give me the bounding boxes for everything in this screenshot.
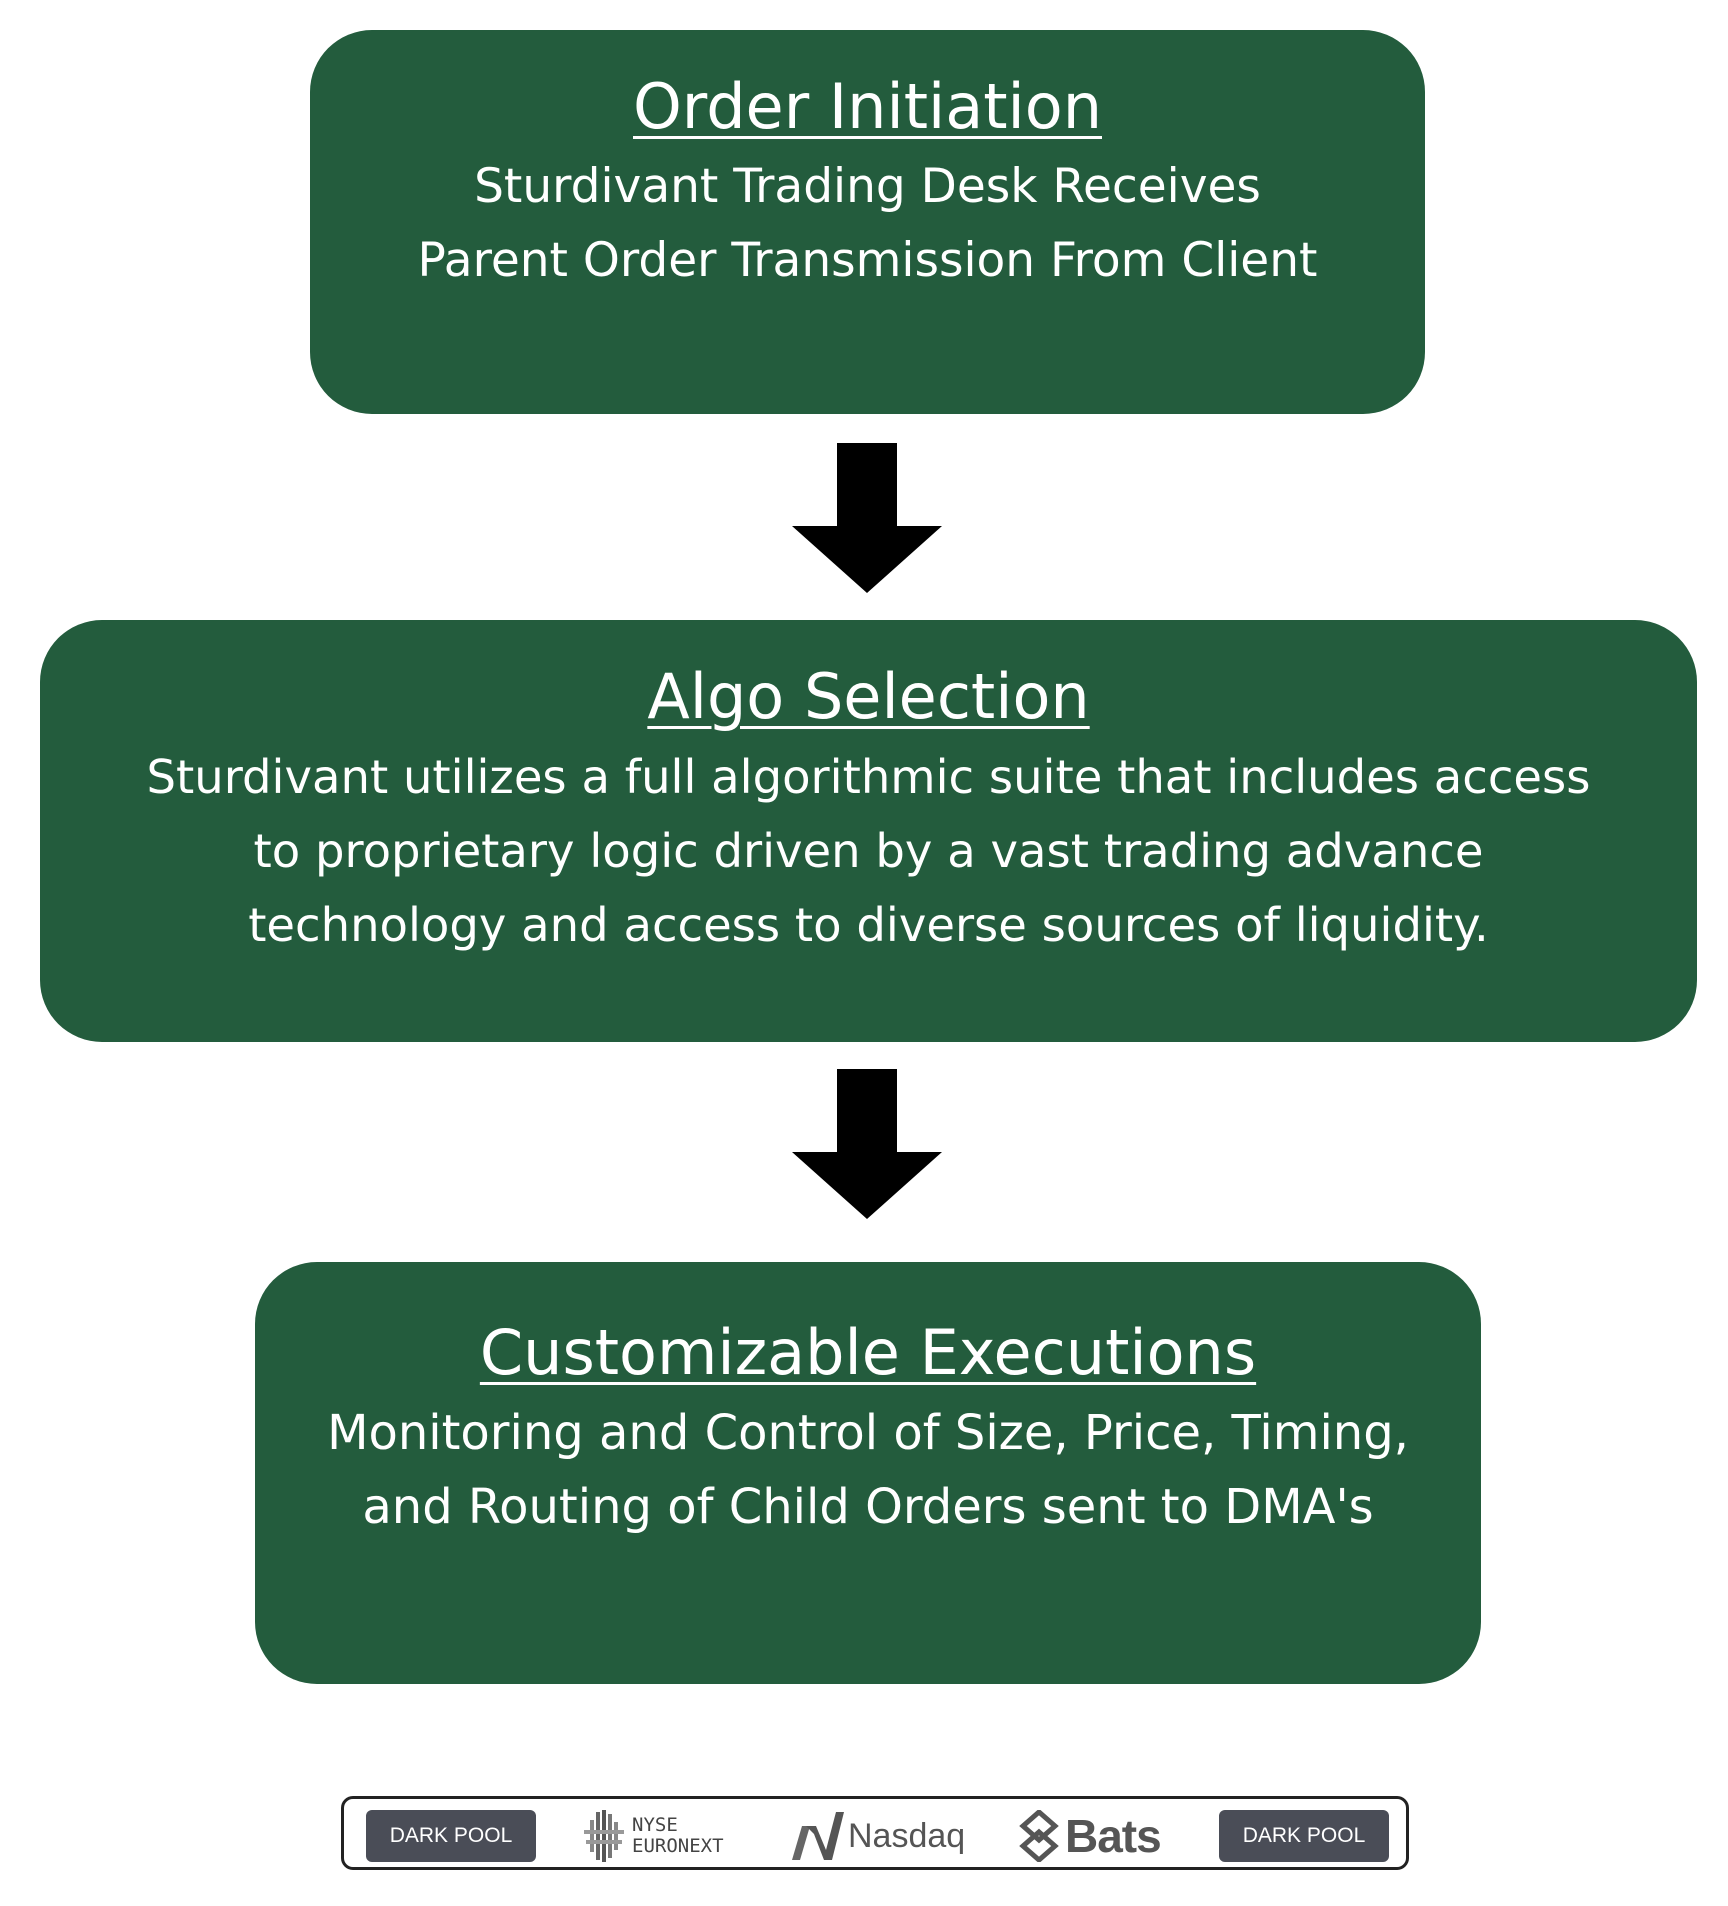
dark-pool-badge: DARK POOL <box>1219 1810 1389 1862</box>
nyse-building-icon <box>584 1810 624 1862</box>
step-description: Monitoring and Control of Size, Price, T… <box>255 1396 1481 1544</box>
step-description: Sturdivant utilizes a full algorithmic s… <box>40 740 1697 962</box>
step-customizable-executions: Customizable Executions Monitoring and C… <box>255 1262 1481 1684</box>
venue-logo-strip: DARK POOL NYSE EURONEXT Nasdaq Bats DAR <box>341 1796 1409 1870</box>
nyse-label: NYSE <box>632 1814 678 1836</box>
step-line: Sturdivant utilizes a full algorithmic s… <box>146 750 1591 805</box>
step-line: Parent Order Transmission From Client <box>417 233 1318 289</box>
nasdaq-logo: Nasdaq <box>792 1799 965 1873</box>
step-line: technology and access to diverse sources… <box>248 898 1489 953</box>
step-line: and Routing of Child Orders sent to DMA'… <box>362 1479 1374 1536</box>
nyse-euronext-label: NYSE EURONEXT <box>632 1815 724 1857</box>
nyse-euronext-logo: NYSE EURONEXT <box>584 1799 724 1873</box>
step-description: Sturdivant Trading Desk Receives Parent … <box>310 150 1425 298</box>
step-line: Sturdivant Trading Desk Receives <box>474 159 1261 215</box>
step-title: Order Initiation <box>633 70 1102 143</box>
euronext-label: EURONEXT <box>632 1835 724 1857</box>
dark-pool-badge: DARK POOL <box>366 1810 536 1862</box>
nasdaq-n-icon <box>792 1812 844 1860</box>
step-line: to proprietary logic driven by a vast tr… <box>253 824 1484 879</box>
step-title: Algo Selection <box>647 660 1090 733</box>
step-algo-selection: Algo Selection Sturdivant utilizes a ful… <box>40 620 1697 1042</box>
bats-label: Bats <box>1065 1810 1162 1862</box>
bats-logo: Bats <box>1019 1799 1162 1873</box>
down-arrow-icon <box>792 443 942 593</box>
step-order-initiation: Order Initiation Sturdivant Trading Desk… <box>310 30 1425 414</box>
down-arrow-icon <box>792 1069 942 1219</box>
step-title: Customizable Executions <box>479 1316 1257 1389</box>
bats-diamond-icon <box>1019 1810 1059 1862</box>
nasdaq-label: Nasdaq <box>848 1816 966 1855</box>
step-line: Monitoring and Control of Size, Price, T… <box>327 1405 1409 1462</box>
